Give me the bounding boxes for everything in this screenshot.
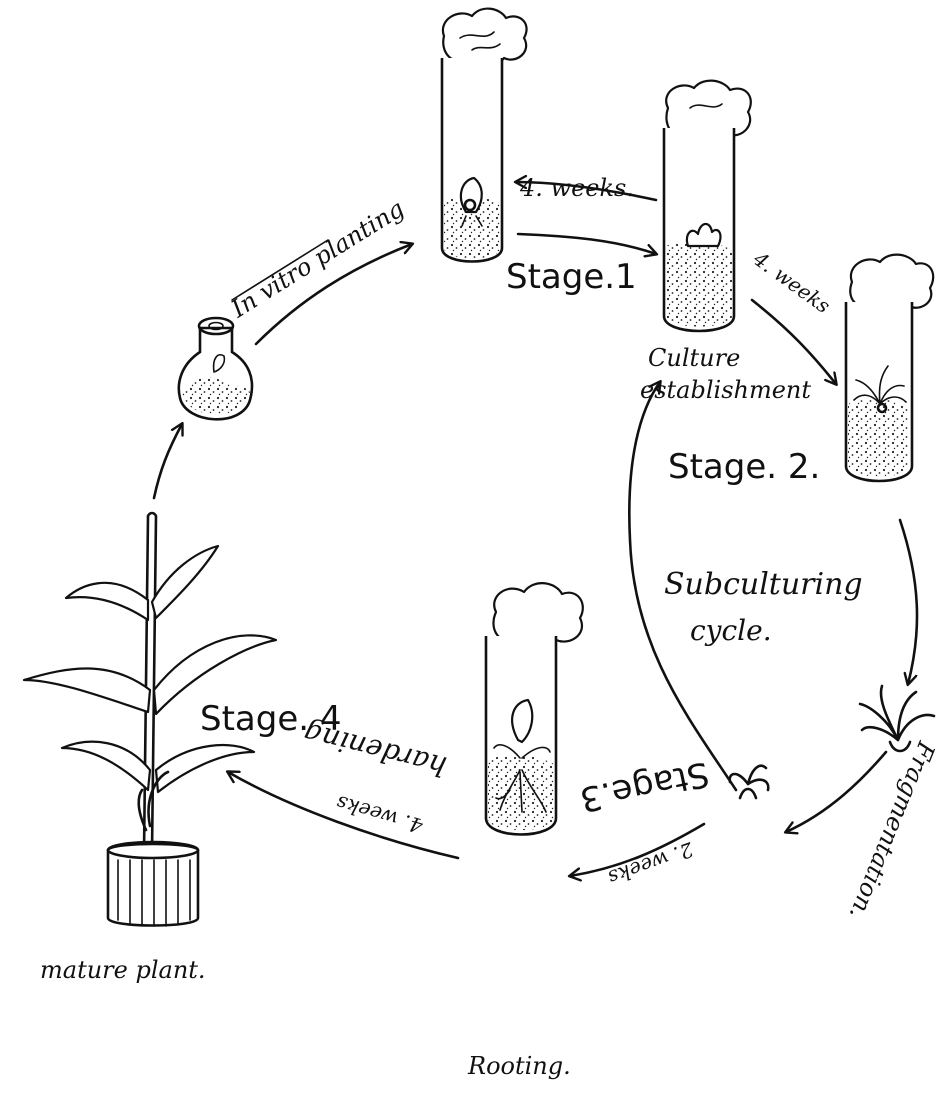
fragmentation-label: Fragmentation.: [844, 737, 938, 924]
culture-tube-1: [442, 9, 527, 262]
arrow-mature-to-flask: [154, 424, 182, 498]
stage-4-label: Stage. 4: [200, 699, 342, 739]
stage-1-label: Stage.1: [506, 257, 637, 297]
explant-flask: [179, 318, 252, 419]
culture-label: Culture: [648, 344, 740, 372]
weeks-2-label: 2. weeks: [605, 837, 697, 890]
fragment-explant: [730, 766, 769, 798]
arrow-tube1-to-tube2: [518, 234, 656, 254]
arrow-cluster-to-fragment: [786, 752, 886, 832]
establishment-label: establishment: [640, 376, 811, 404]
stage-2-label: Stage. 2.: [668, 447, 820, 487]
rooting-label: Rooting.: [467, 1052, 571, 1080]
stage-3-label: Stage.3: [576, 753, 712, 819]
arrow-tube3-down: [900, 520, 917, 684]
culture-tube-3: [846, 255, 933, 481]
mature-plant-label: mature plant.: [40, 956, 206, 984]
culture-tube-4: [486, 583, 583, 834]
cycle-label: cycle.: [690, 614, 772, 647]
labels: In vitro planting 4. weeks. Stage.1 4. w…: [40, 174, 938, 1080]
weeks-4-bottom-label: 4. weeks: [334, 791, 427, 839]
subculturing-label: Subculturing: [664, 567, 863, 602]
weeks-4-top-label: 4. weeks.: [519, 174, 634, 202]
culture-tube-2: [664, 81, 751, 331]
in-vitro-planting-label: In vitro planting: [225, 194, 409, 323]
